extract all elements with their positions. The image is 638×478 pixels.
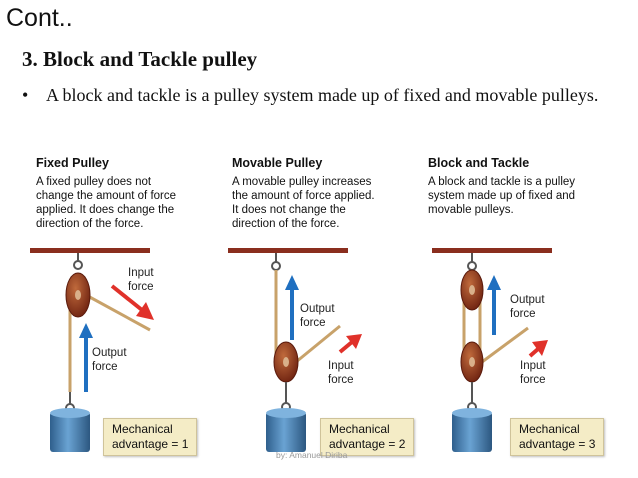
input-force-arrowhead bbox=[346, 334, 362, 349]
desc-line: applied. It does change the bbox=[36, 204, 175, 216]
input-force-arrowhead bbox=[136, 302, 154, 320]
desc-line: A fixed pulley does not bbox=[36, 176, 152, 188]
desc-line: movable pulleys. bbox=[428, 204, 514, 216]
pulley-axle bbox=[469, 357, 475, 367]
desc-line: It does not change the bbox=[232, 204, 346, 216]
weight bbox=[266, 412, 306, 452]
slide-title: Cont.. bbox=[6, 4, 73, 32]
pulley-axle bbox=[283, 357, 289, 367]
panel-desc-movable: A movable pulley increases the amount of… bbox=[232, 175, 407, 231]
bullet-text: A block and tackle is a pulley system ma… bbox=[46, 85, 599, 105]
movable-pulley-diagram bbox=[228, 248, 362, 452]
panel-title-fixed: Fixed Pulley bbox=[36, 156, 109, 170]
desc-line: direction of the force. bbox=[36, 218, 144, 230]
weight bbox=[452, 412, 492, 452]
panel-desc-block-tackle: A block and tackle is a pulley system ma… bbox=[428, 175, 613, 217]
hook-ring bbox=[467, 261, 477, 271]
desc-line: A block and tackle is a pulley bbox=[428, 176, 576, 188]
output-force-arrowhead bbox=[487, 275, 501, 290]
rope bbox=[85, 293, 151, 332]
fixed-pulley-diagram bbox=[30, 248, 154, 452]
panel-title-block-tackle: Block and Tackle bbox=[428, 156, 530, 170]
hook-ring bbox=[73, 260, 83, 270]
hook-ring bbox=[271, 261, 281, 271]
ceiling-bar bbox=[228, 248, 348, 253]
output-force-arrowhead bbox=[285, 275, 299, 290]
bullet-dot: • bbox=[22, 85, 29, 105]
pulley-axle bbox=[75, 290, 81, 300]
panel-title-movable: Movable Pulley bbox=[232, 156, 323, 170]
footer-credit: by: Amanuel Diriba bbox=[276, 450, 348, 460]
rope bbox=[481, 326, 529, 364]
ceiling-bar bbox=[30, 248, 150, 253]
input-force-arrow bbox=[338, 340, 354, 354]
desc-line: change the amount of force bbox=[36, 190, 177, 202]
desc-line: A movable pulley increases bbox=[232, 176, 372, 188]
panel-desc-fixed: A fixed pulley does not change the amoun… bbox=[36, 175, 211, 231]
input-force-arrow bbox=[110, 284, 144, 312]
ceiling-bar bbox=[432, 248, 552, 253]
weight-top bbox=[50, 408, 90, 418]
weight-top bbox=[266, 408, 306, 418]
desc-line: the amount of force applied. bbox=[232, 190, 375, 202]
rope bbox=[295, 324, 341, 364]
weight-top bbox=[452, 408, 492, 418]
section-heading: 3. Block and Tackle pulley bbox=[22, 47, 258, 71]
desc-line: system made up of fixed and bbox=[428, 190, 576, 202]
block-tackle-diagram bbox=[432, 248, 552, 452]
desc-line: direction of the force. bbox=[232, 218, 340, 230]
weight bbox=[50, 412, 90, 452]
pulley-axle bbox=[469, 285, 475, 295]
input-force-arrow bbox=[528, 347, 540, 358]
input-force-arrowhead bbox=[532, 340, 548, 356]
output-force-arrowhead bbox=[79, 323, 93, 338]
